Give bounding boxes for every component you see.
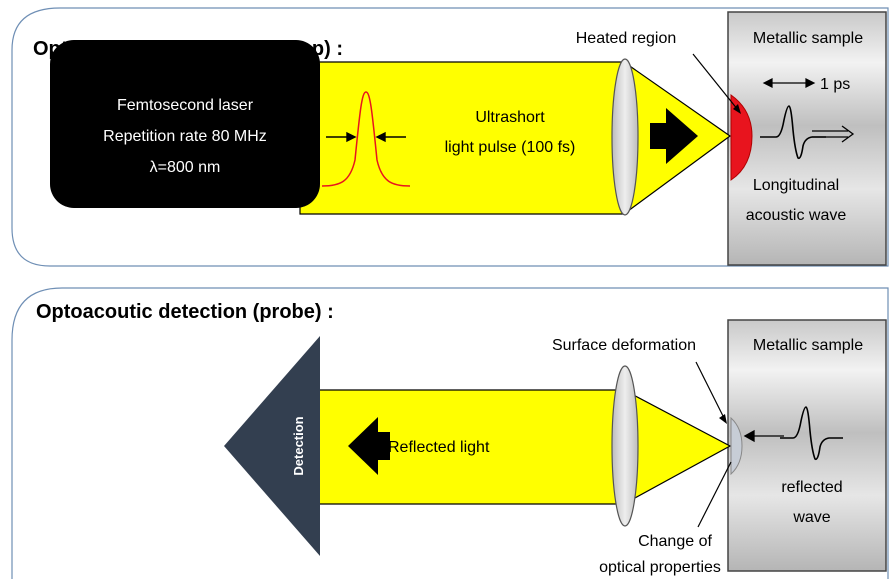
pulse-label-line2: light pulse (100 fs) [445,139,576,156]
heated-pointer-head [733,104,741,114]
surface-deformation-pointer [695,361,725,419]
reflected-wave-label-line2: wave [792,509,830,526]
propagation-arrow-icon [650,108,698,164]
optical-change-label-line1: Change of [638,533,712,550]
pump-panel: Optoacoutic generation (pump) : Femtosec… [11,7,889,267]
acoustic-wave-label-line1: Longitudinal [753,177,839,194]
optical-change-label-line2: optical properties [599,559,721,576]
wave-direction-arrow [812,125,855,143]
acoustic-wave-pulse [760,105,826,160]
surface-pointer-head [719,414,727,424]
heated-region-pointer [692,53,739,111]
time-scale-label: 1 ps [820,76,850,93]
probe-lens [611,365,639,527]
laser-wavelength: λ=800 nm [150,159,221,176]
probe-sample-label: Metallic sample [753,337,863,354]
optical-change-pointer [697,461,732,528]
heated-region-label: Heated region [576,30,677,47]
reflected-wave-pulse [780,406,843,461]
femtosecond-laser-box [50,40,320,208]
reflected-wave-label-line1: reflected [781,479,842,496]
acoustic-wave-label-line2: acoustic wave [746,207,847,224]
laser-name: Femtosecond laser [117,97,254,114]
probe-panel: Optoacoutic detection (probe) : Detectio… [11,287,889,579]
heated-region [730,94,753,181]
probe-title: Optoacoutic detection (probe) : [36,301,334,323]
pump-title: Optoacoutic generation (pump) : [33,38,343,60]
reflected-light-label: Reflected light [388,439,490,456]
pulse-label-line1: Ultrashort [475,109,545,126]
reflected-wave-direction-arrow [743,429,784,443]
pump-lens [611,58,639,216]
laser-repetition-rate: Repetition rate 80 MHz [103,128,267,145]
time-scale-arrow [762,78,816,88]
detection-label: Detection [291,416,306,475]
probe-metallic-sample [727,319,887,572]
reflected-direction-arrow-icon [348,417,390,475]
detection-arrowhead [224,336,320,556]
surface-deformation [730,416,743,476]
probe-panel-border [11,287,889,579]
gaussian-pulse [321,91,411,187]
pump-sample-label: Metallic sample [753,30,863,47]
surface-deformation-label: Surface deformation [552,337,696,354]
pulse-width-arrows [326,131,406,143]
